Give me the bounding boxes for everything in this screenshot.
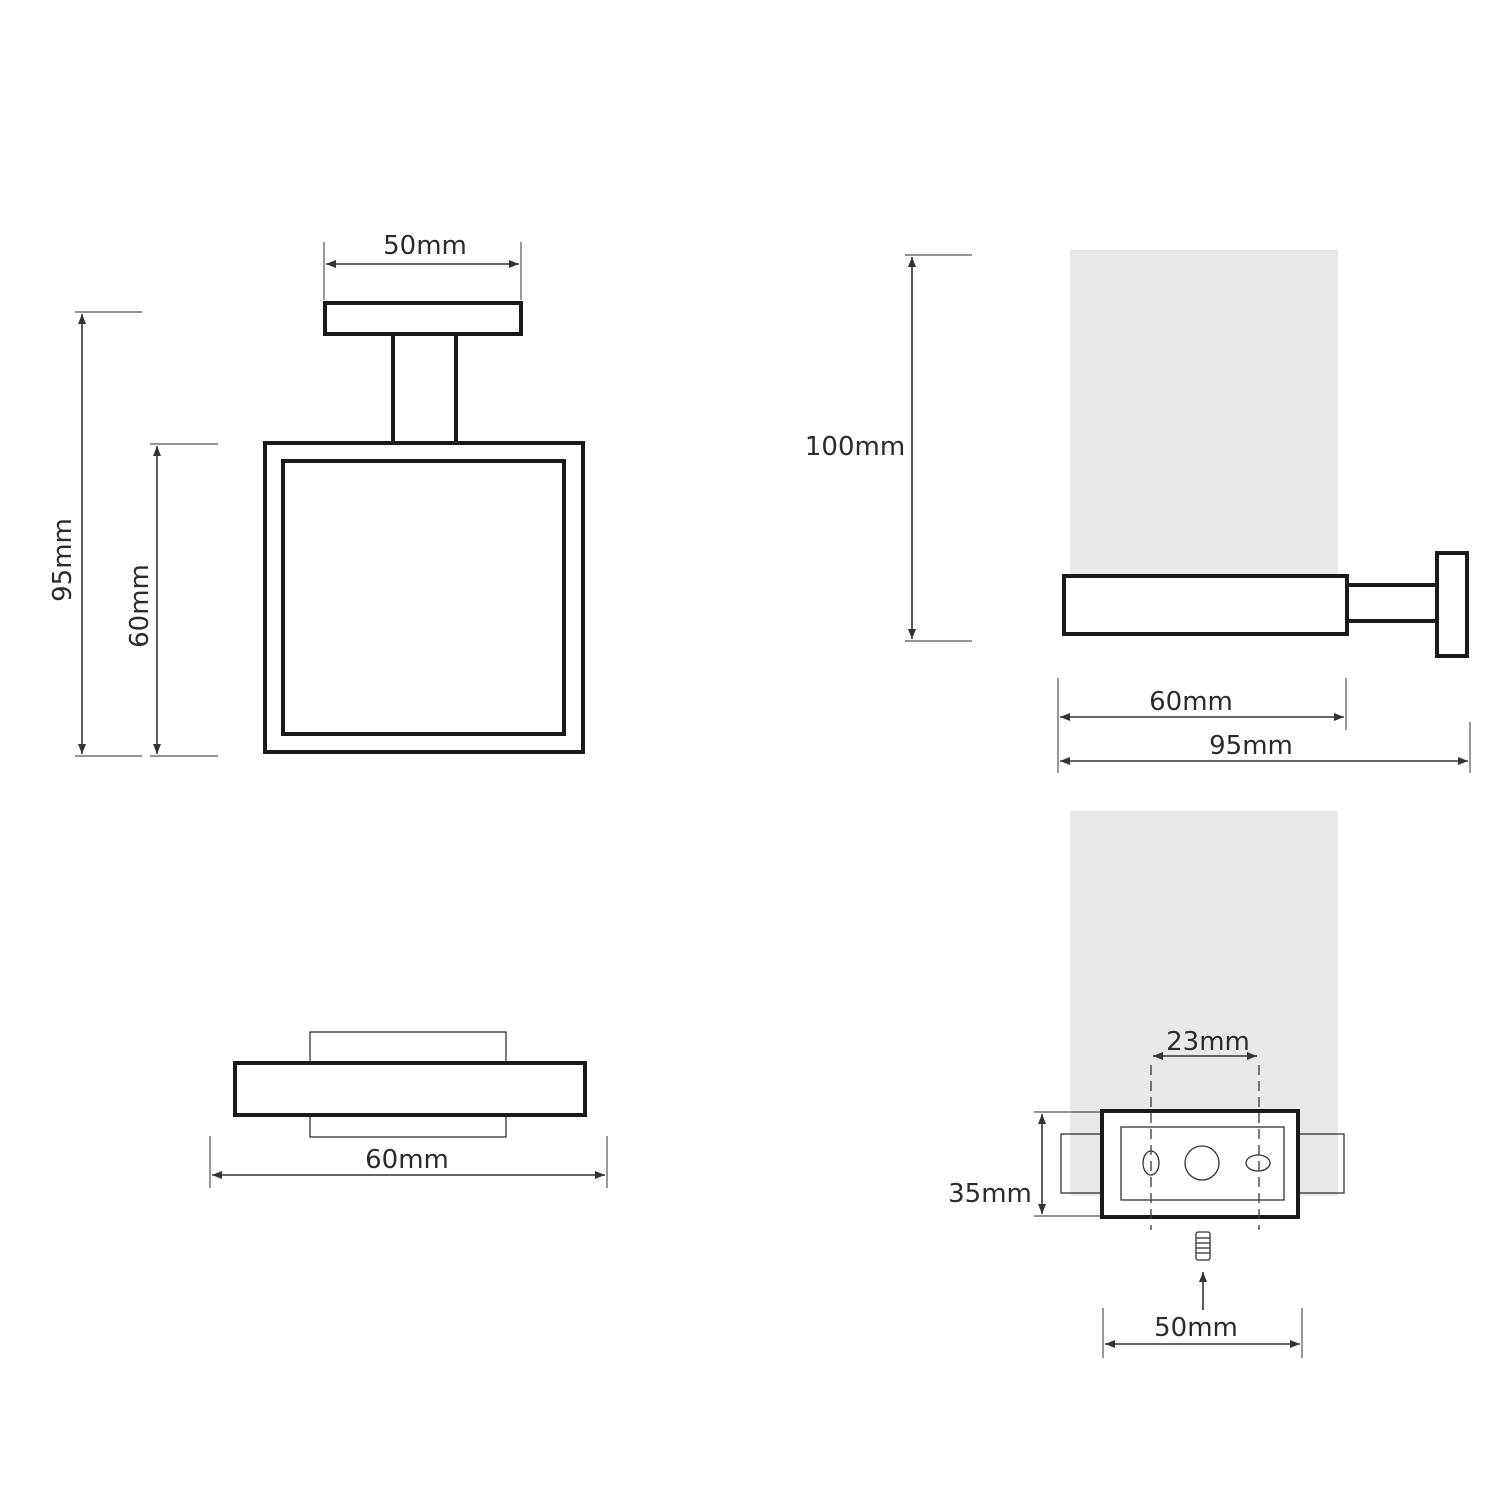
front-holder-height-label: 60mm — [125, 564, 155, 648]
mounting-view: 23mm 35mm 50mm — [948, 811, 1345, 1358]
front-overall-height-label: 95mm — [48, 518, 78, 602]
front-stem — [391, 332, 458, 446]
mount-plate-width-label: 50mm — [1154, 1313, 1238, 1343]
side-glass-height-label: 100mm — [805, 432, 905, 462]
mount-plate-recess — [1120, 1126, 1285, 1201]
mount-wall-plate — [1100, 1109, 1300, 1219]
mount-hole-spacing-label: 23mm — [1166, 1027, 1250, 1057]
top-width-label: 60mm — [365, 1145, 449, 1175]
side-holder-body — [1062, 574, 1349, 636]
side-stem — [1345, 583, 1440, 623]
side-view: 100mm 60mm 95mm — [805, 250, 1471, 773]
front-width-label: 50mm — [383, 231, 467, 261]
front-view: 50mm 95mm 60mm — [48, 231, 585, 757]
front-holder-inner — [281, 459, 566, 736]
mount-center-hole — [1184, 1145, 1220, 1181]
front-holder-outer — [263, 441, 585, 754]
front-wall-plate — [323, 301, 523, 336]
side-glass — [1070, 250, 1338, 580]
side-overall-depth-label: 95mm — [1209, 731, 1293, 761]
mount-hole-right — [1245, 1154, 1271, 1172]
side-wall-plate — [1435, 551, 1469, 658]
top-view: 60mm — [209, 1031, 608, 1188]
side-holder-depth-label: 60mm — [1149, 687, 1233, 717]
mount-screw-icon — [1195, 1231, 1211, 1261]
top-holder-body — [233, 1061, 587, 1117]
mount-plate-height-label: 35mm — [948, 1179, 1032, 1209]
